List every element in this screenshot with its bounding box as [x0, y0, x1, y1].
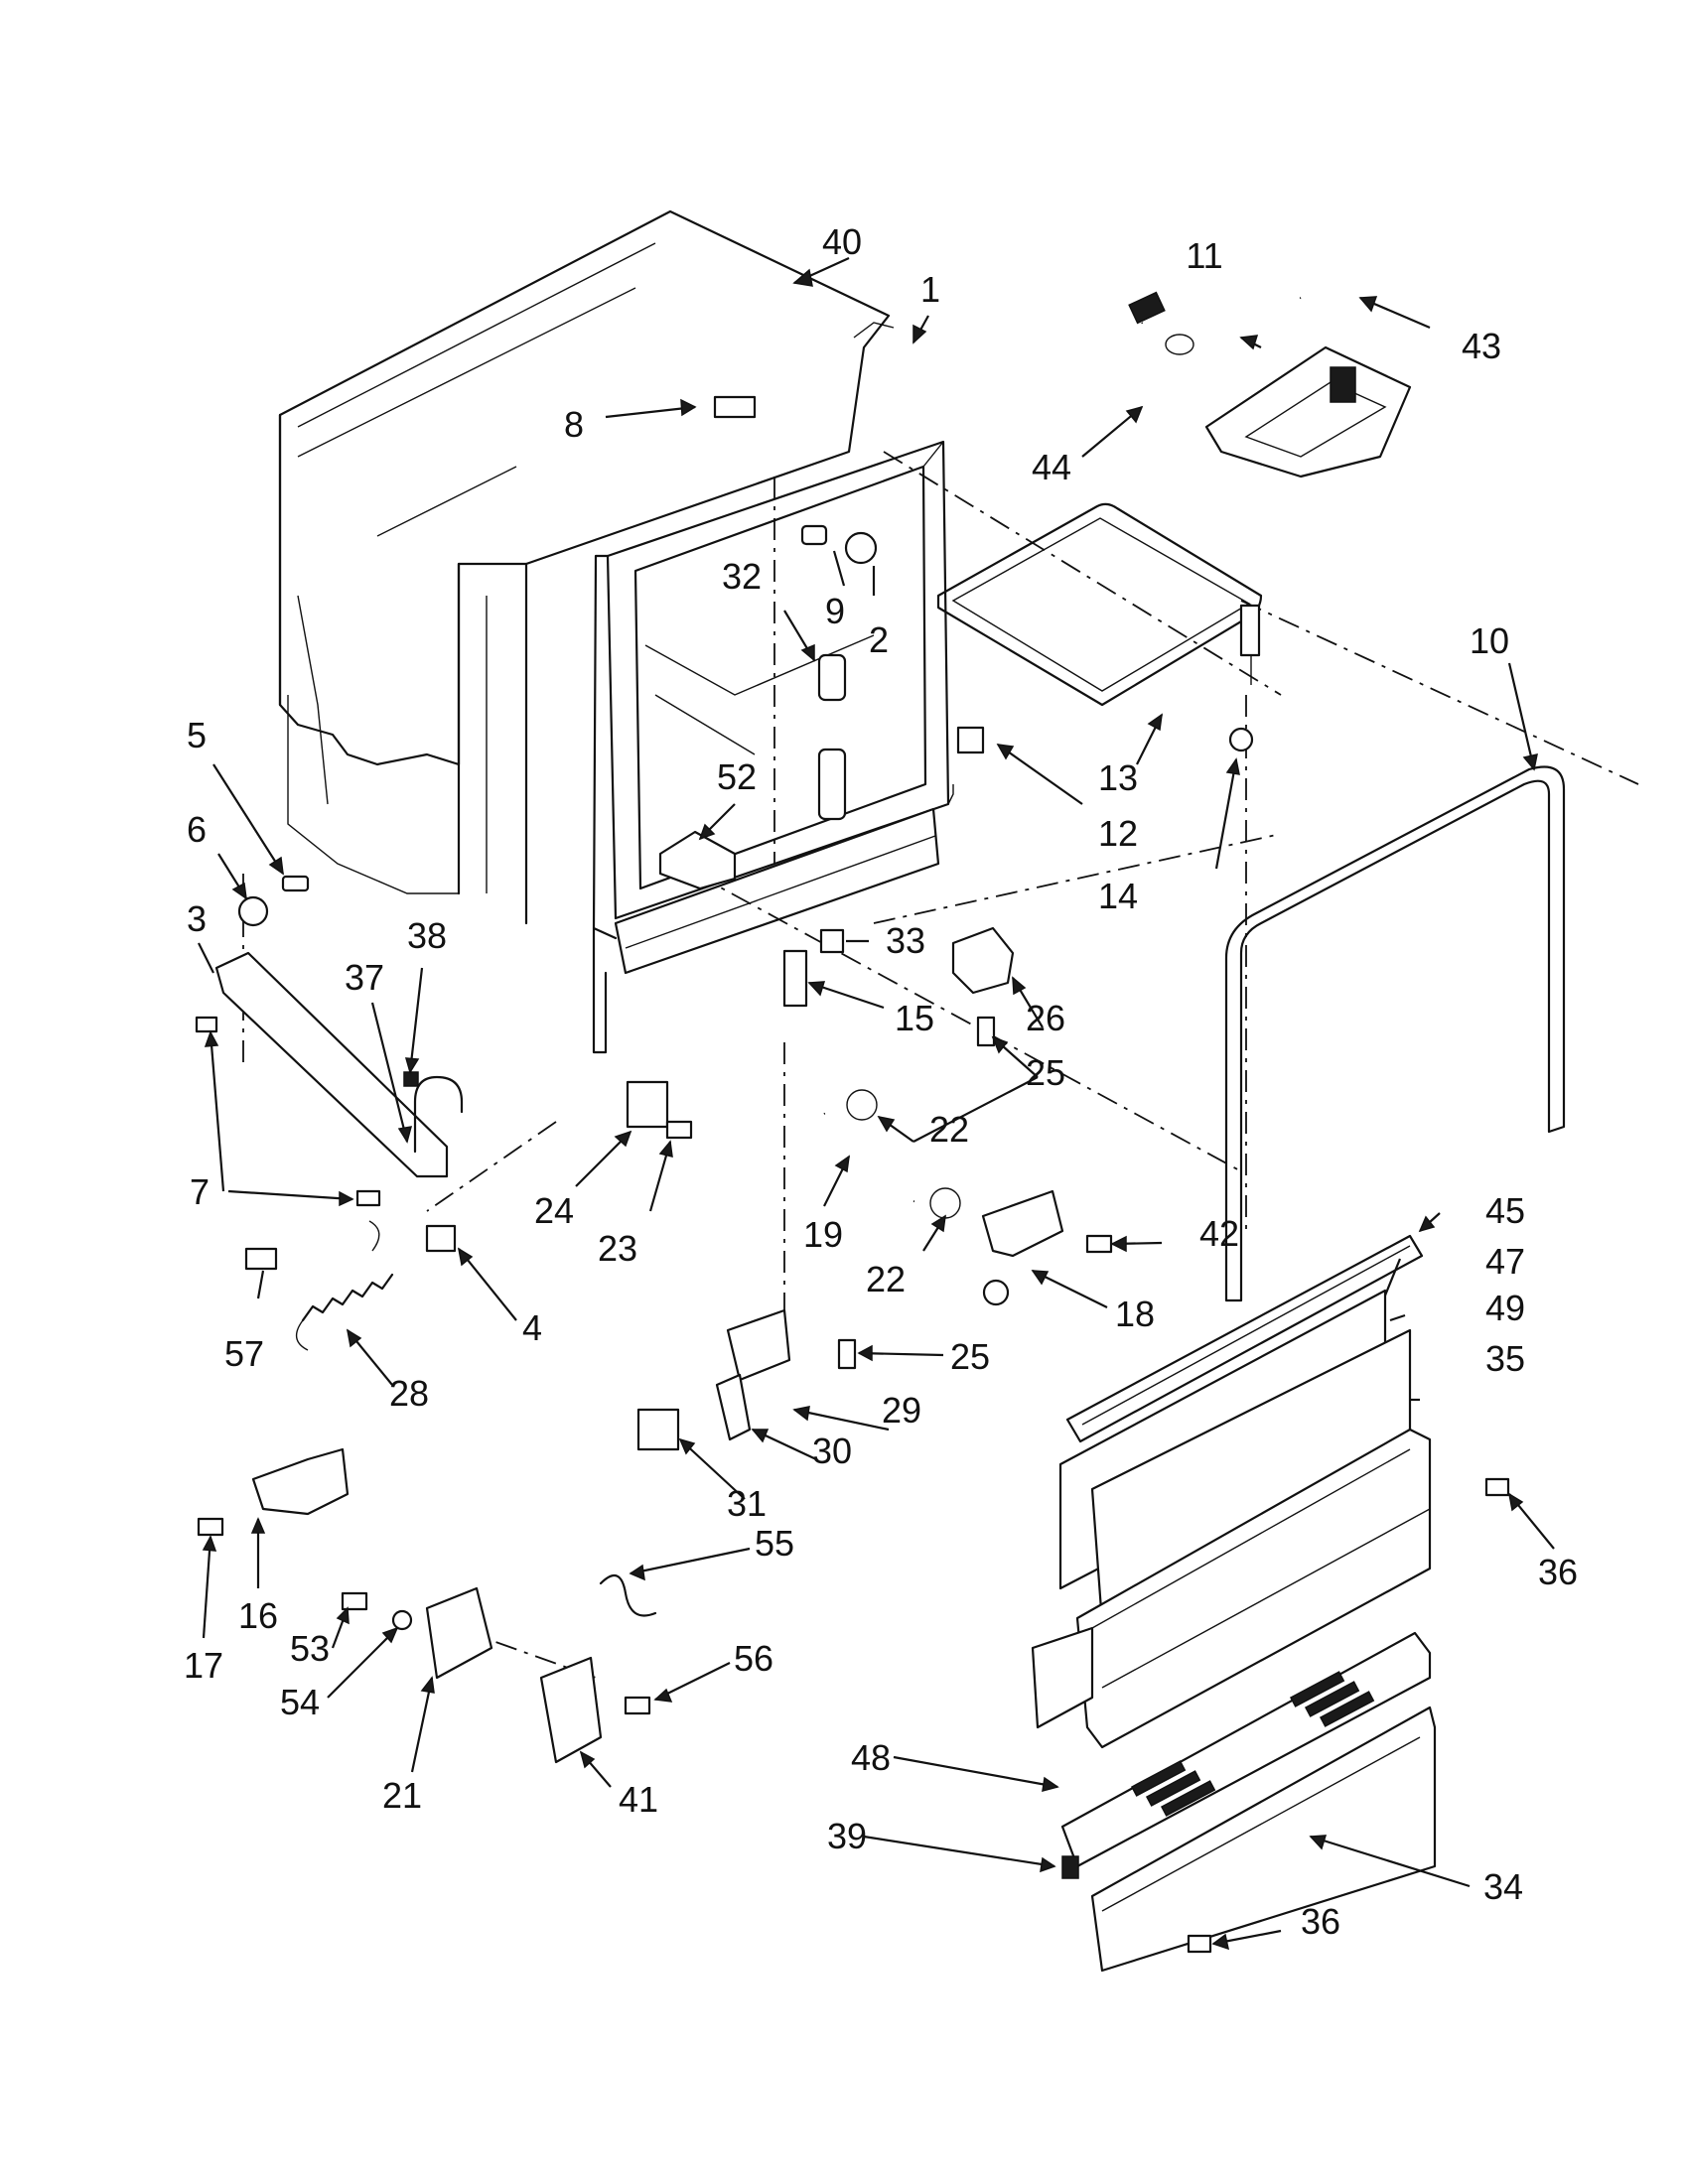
label-34: 34 [1483, 1866, 1523, 1907]
label-48: 48 [851, 1737, 891, 1778]
small-parts [195, 395, 1510, 1954]
label-53: 53 [290, 1628, 330, 1669]
label-39: 39 [827, 1816, 867, 1856]
part-10-rail [1224, 765, 1566, 1302]
label-11: 11 [1186, 235, 1222, 276]
label-35: 35 [1485, 1338, 1525, 1379]
part-11-43-hose [1103, 212, 1412, 478]
label-25c: 25 [950, 1336, 990, 1377]
label-26: 26 [1026, 998, 1065, 1038]
leader-arrows [198, 256, 1555, 1951]
label-21: 21 [382, 1775, 422, 1816]
toe-panel-stack [1031, 1234, 1432, 1749]
label-40: 40 [822, 221, 862, 262]
lower-panel [1060, 1631, 1437, 1973]
assembly-lines [242, 451, 1639, 1679]
label-22b: 22 [866, 1259, 906, 1299]
label-52: 52 [717, 756, 757, 797]
label-25b: 25 [1026, 1052, 1065, 1093]
label-45: 45 [1485, 1190, 1525, 1231]
label-13: 13 [1098, 757, 1138, 798]
label-14: 14 [1098, 876, 1138, 916]
label-57: 57 [224, 1333, 264, 1374]
part-13-frame [936, 502, 1263, 707]
label-32: 32 [722, 556, 762, 597]
label-2: 2 [869, 619, 889, 660]
part-labels: 40 1 11 43 44 8 9 2 32 13 12 14 10 5 6 5… [184, 221, 1578, 1942]
label-30: 30 [812, 1431, 852, 1471]
tub-cabinet [278, 209, 895, 925]
label-36a: 36 [1538, 1552, 1578, 1592]
label-28: 28 [389, 1373, 429, 1414]
label-1: 1 [920, 269, 940, 310]
label-55: 55 [755, 1523, 794, 1564]
label-15: 15 [895, 998, 934, 1038]
label-8: 8 [564, 404, 584, 445]
label-42: 42 [1199, 1213, 1239, 1254]
label-9: 9 [825, 591, 845, 631]
label-47: 47 [1485, 1241, 1525, 1282]
label-4: 4 [522, 1307, 542, 1348]
label-44: 44 [1032, 447, 1071, 487]
label-6: 6 [187, 809, 207, 850]
label-10: 10 [1470, 620, 1509, 661]
label-3: 3 [187, 898, 207, 939]
label-18: 18 [1115, 1294, 1155, 1334]
label-36b: 36 [1301, 1901, 1340, 1942]
label-12: 12 [1098, 813, 1138, 854]
label-31: 31 [727, 1483, 767, 1524]
label-24: 24 [534, 1190, 574, 1231]
label-49: 49 [1485, 1288, 1525, 1328]
label-43: 43 [1462, 326, 1501, 366]
label-16: 16 [238, 1595, 278, 1636]
label-7: 7 [190, 1171, 210, 1212]
label-37: 37 [345, 957, 384, 998]
label-5: 5 [187, 715, 207, 755]
label-33: 33 [886, 920, 925, 961]
label-29: 29 [882, 1390, 921, 1431]
label-23: 23 [598, 1228, 637, 1269]
label-38: 38 [407, 915, 447, 956]
label-17: 17 [184, 1645, 223, 1686]
label-19: 19 [803, 1214, 843, 1255]
label-22a: 22 [929, 1109, 969, 1150]
label-54: 54 [280, 1682, 320, 1722]
label-56: 56 [734, 1638, 773, 1679]
label-41: 41 [619, 1779, 658, 1820]
